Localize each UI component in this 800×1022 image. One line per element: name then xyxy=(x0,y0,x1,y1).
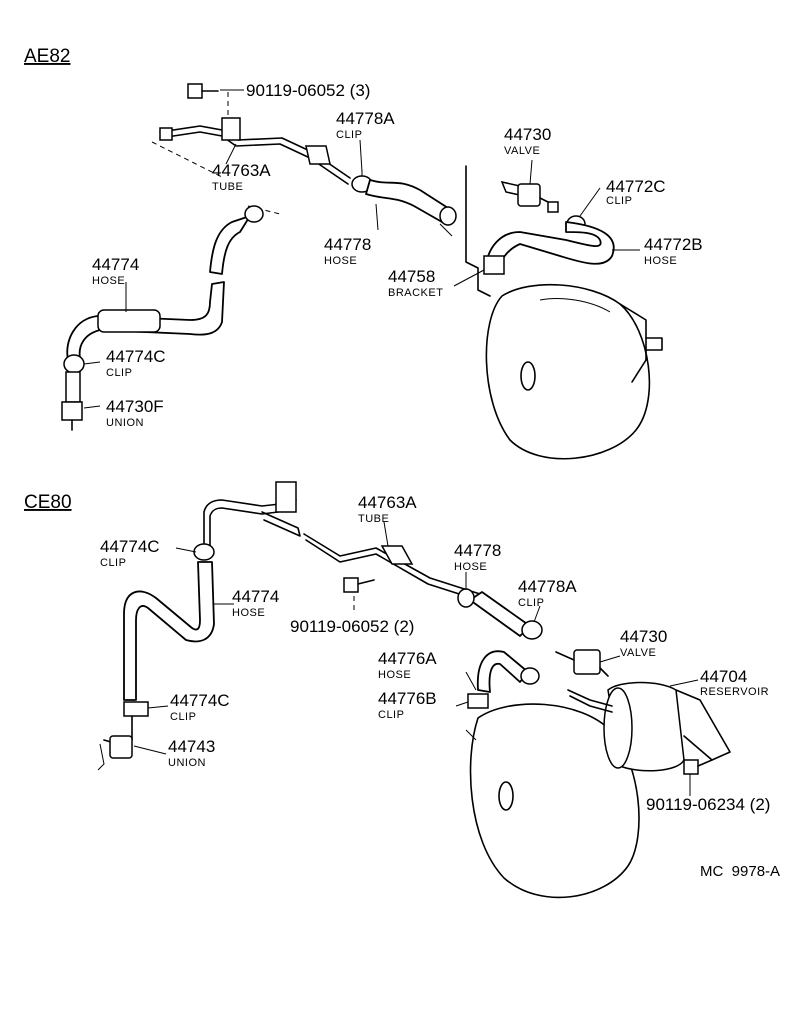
ce80-graphics xyxy=(97,481,731,899)
ce80-clip-top-drawing xyxy=(193,543,215,561)
ae82-tube-desc: TUBE xyxy=(212,181,243,193)
ce80-hose-44776a-desc: HOSE xyxy=(378,669,411,681)
ce80-bolt-2-drawing xyxy=(683,759,713,796)
ae82-clip-44778a-number: 44778A xyxy=(336,109,395,128)
section-title-ae82: AE82 xyxy=(24,46,70,67)
ce80-union-desc: UNION xyxy=(168,757,206,769)
ce80-clip-44778a-number: 44778A xyxy=(518,577,577,596)
ae82-labels: 90119-06052 (3) 44778A CLIP 44730 VALVE … xyxy=(92,81,703,429)
ae82-brake-booster-drawing xyxy=(485,283,663,460)
ce80-clip-bottom-drawing xyxy=(123,701,149,717)
figure-reference: MC 9978-A xyxy=(700,863,780,880)
ce80-labels: 44763A TUBE 44774C CLIP 44778 HOSE 44774… xyxy=(100,493,770,814)
ae82-valve-desc: VALVE xyxy=(504,145,540,157)
ce80-reservoir-drawing xyxy=(567,681,731,772)
ce80-reservoir-desc: RESERVOIR xyxy=(700,686,769,698)
ae82-hose-44778-drawing xyxy=(365,179,449,223)
ae82-clip-44772c-desc: CLIP xyxy=(606,195,632,207)
ae82-union-desc: UNION xyxy=(106,417,144,429)
ce80-hose-44776a-drawing xyxy=(476,650,529,693)
ce80-hose-44774-desc: HOSE xyxy=(232,607,265,619)
ae82-hose-44774-drawing xyxy=(209,215,251,275)
ce80-bolt-2-number: 90119-06234 (2) xyxy=(646,795,770,814)
ce80-tube-number: 44763A xyxy=(358,493,417,512)
ae82-tube-number: 44763A xyxy=(212,161,271,180)
ae82-bracket-desc: BRACKET xyxy=(388,287,443,299)
ae82-hose-44778-number: 44778 xyxy=(324,235,371,254)
ce80-clip-bottom-desc: CLIP xyxy=(170,711,196,723)
ae82-union-drawing xyxy=(61,401,83,421)
ae82-clip-44774c-desc: CLIP xyxy=(106,367,132,379)
ae82-hose-44772b-drawing xyxy=(485,221,615,271)
ce80-clip-44776b-desc: CLIP xyxy=(378,709,404,721)
ce80-hose-44776a-number: 44776A xyxy=(378,649,437,668)
section-title-ce80: CE80 xyxy=(24,492,72,513)
ce80-hose-44778-desc: HOSE xyxy=(454,561,487,573)
ce80-clip-bottom-number: 44774C xyxy=(170,691,230,710)
ce80-hose-44778-number: 44778 xyxy=(454,541,501,560)
ce80-tube-drawing xyxy=(203,481,481,601)
ae82-clip-44774c-drawing xyxy=(63,354,85,374)
ae82-clip-44774c-number: 44774C xyxy=(106,347,166,366)
ae82-valve-number: 44730 xyxy=(504,125,551,144)
ae82-bracket-number: 44758 xyxy=(388,267,435,286)
ce80-valve-drawing xyxy=(555,649,609,677)
ae82-union-number: 44730F xyxy=(106,397,164,416)
ae82-clip-44772c-number: 44772C xyxy=(606,177,666,196)
ae82-hose-44774-desc: HOSE xyxy=(92,275,125,287)
ae82-bolt-number: 90119-06052 (3) xyxy=(246,81,370,100)
ce80-clip-top-number: 44774C xyxy=(100,537,160,556)
ce80-reservoir-number: 44704 xyxy=(700,667,747,686)
ce80-hose-44774-drawing xyxy=(123,561,215,701)
ce80-union-drawing xyxy=(97,715,133,771)
ce80-valve-desc: VALVE xyxy=(620,647,656,659)
ce80-tube-desc: TUBE xyxy=(358,513,389,525)
ce80-clip-44778a-desc: CLIP xyxy=(518,597,544,609)
ce80-valve-number: 44730 xyxy=(620,627,667,646)
ae82-hose-44772b-desc: HOSE xyxy=(644,255,677,267)
ce80-bolt-number: 90119-06052 (2) xyxy=(290,617,414,636)
ae82-graphics xyxy=(61,83,663,460)
ae82-hose-44778-desc: HOSE xyxy=(324,255,357,267)
ae82-bracket-drawing xyxy=(465,165,491,297)
ce80-bolt-drawing xyxy=(343,577,375,612)
ce80-clip-top-desc: CLIP xyxy=(100,557,126,569)
ce80-clip-44778a-drawing xyxy=(521,620,543,640)
ae82-clip-44778a-desc: CLIP xyxy=(336,129,362,141)
ae82-hose-44774-number: 44774 xyxy=(92,255,139,274)
ce80-hose-44774-number: 44774 xyxy=(232,587,279,606)
ae82-hose-44772b-number: 44772B xyxy=(644,235,703,254)
ce80-clip-44776b-number: 44776B xyxy=(378,689,437,708)
ae82-valve-drawing xyxy=(500,180,559,213)
ce80-brake-booster-drawing xyxy=(465,703,640,899)
ce80-clip-44776b-drawing xyxy=(467,693,489,709)
ce80-union-number: 44743 xyxy=(168,737,215,756)
